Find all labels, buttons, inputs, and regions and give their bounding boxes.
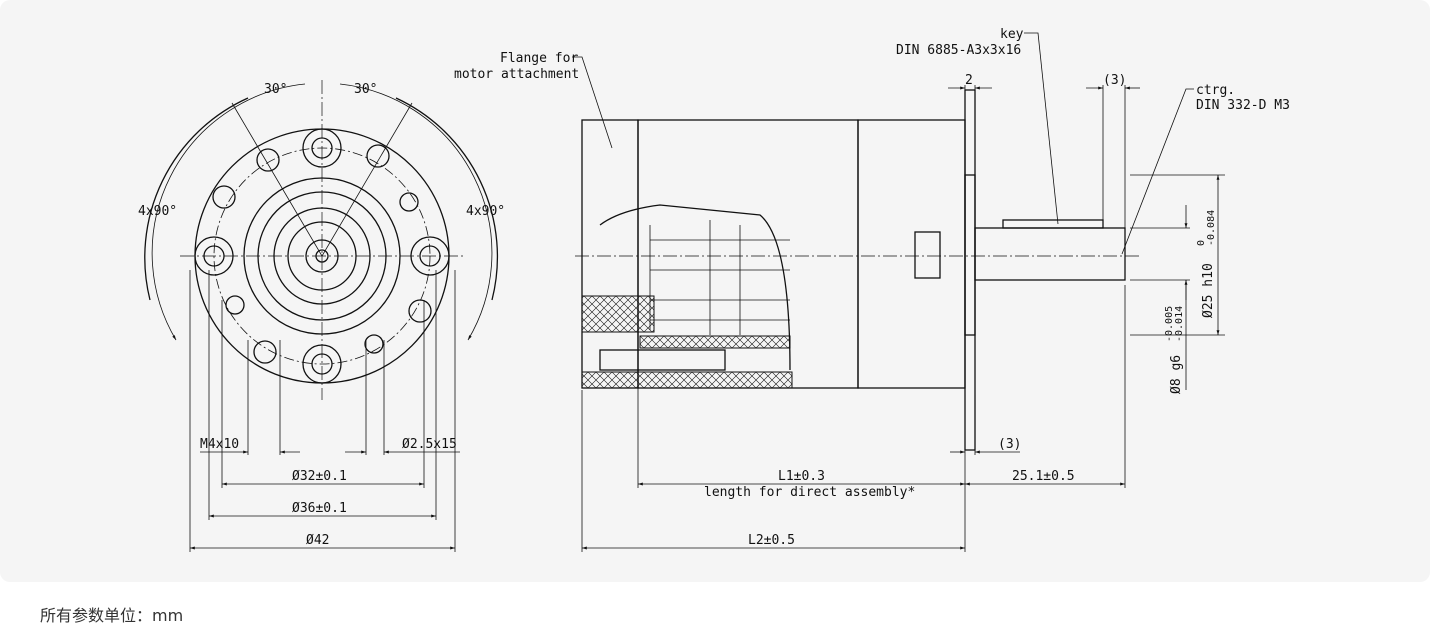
- thread-label: M4x10: [200, 437, 239, 452]
- side-view: 2 (3) (3) L1±0.3 length for direct assem…: [454, 27, 1290, 552]
- key-spec-label: DIN 6885-A3x3x16: [896, 43, 1021, 58]
- angle-left-label: 30°: [264, 82, 287, 97]
- pilot-diameter-label: Ø25 h10: [1201, 263, 1216, 318]
- small-holes: [212, 144, 432, 364]
- dim-2-label: 2: [965, 73, 973, 88]
- pilot-tol-upper: 0: [1196, 240, 1207, 246]
- pcd-small-label: Ø32±0.1: [292, 469, 347, 484]
- flange-note-1: Flange for: [500, 51, 578, 66]
- flange-note-2: motor attachment: [454, 67, 579, 82]
- pattern-left-label: 4x90°: [138, 204, 177, 219]
- shaft-length-label: 25.1±0.5: [1012, 469, 1075, 484]
- pilot-tol-lower: -0.084: [1206, 210, 1217, 246]
- ctrg-label: ctrg.: [1196, 83, 1235, 98]
- outer-diameter-label: Ø42: [306, 533, 329, 548]
- l1-note-label: length for direct assembly*: [704, 485, 915, 500]
- units-caption: 所有参数单位：mm: [40, 606, 184, 625]
- key-label: key: [1000, 27, 1024, 42]
- l1-label: L1±0.3: [778, 469, 825, 484]
- pattern-right-label: 4x90°: [466, 204, 505, 219]
- front-view: 30° 30° 4x90° 4x90° M4x10 Ø2.5x15 Ø32±0.…: [138, 80, 505, 552]
- ctrg-spec-label: DIN 332-D M3: [1196, 98, 1290, 113]
- shaft-tol-lower: -0.014: [1174, 306, 1185, 342]
- hole-label: Ø2.5x15: [402, 437, 457, 452]
- l2-label: L2±0.5: [748, 533, 795, 548]
- shaft-tol-upper: -0.005: [1164, 306, 1175, 342]
- angle-right-label: 30°: [354, 82, 377, 97]
- shaft-diameter-label: Ø8 g6: [1169, 355, 1184, 394]
- dim-3-top-label: (3): [1103, 73, 1126, 88]
- hex-screws: [194, 128, 450, 384]
- dim-3-bottom-label: (3): [998, 437, 1021, 452]
- pcd-large-label: Ø36±0.1: [292, 501, 347, 516]
